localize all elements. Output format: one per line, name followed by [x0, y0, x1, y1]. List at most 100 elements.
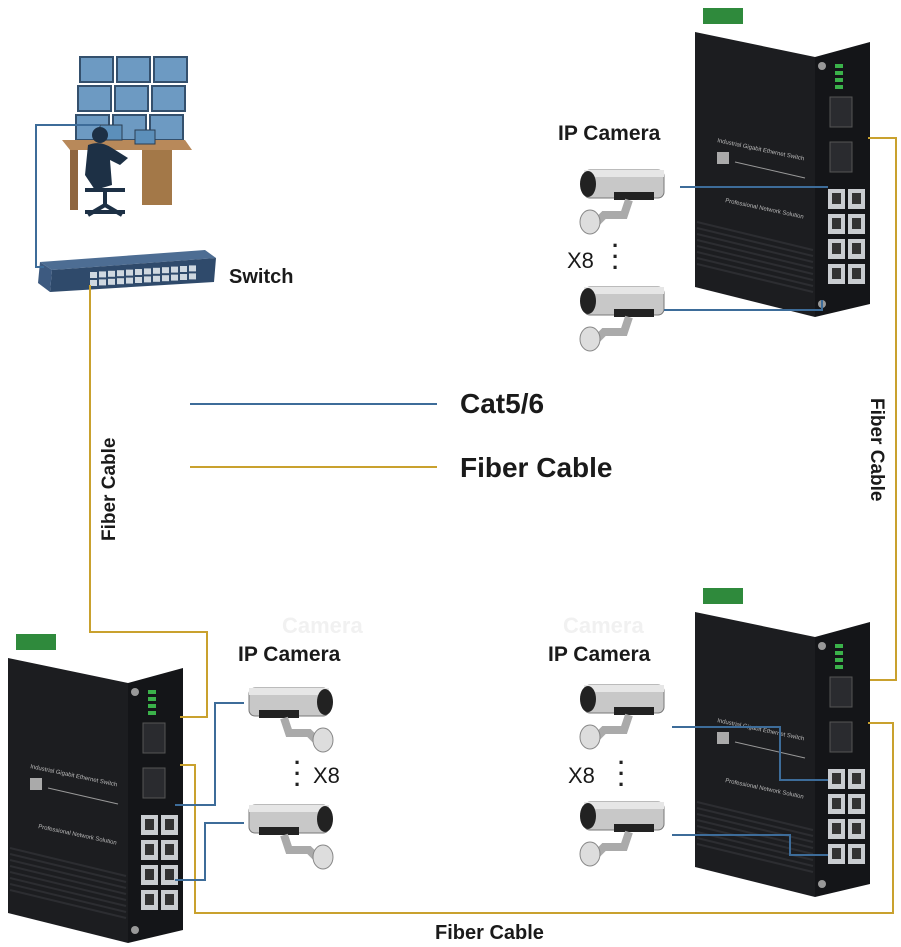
- camera-group-title: IP Camera: [548, 643, 651, 666]
- ellipsis-dots: ···: [618, 750, 626, 797]
- camera-lens: [580, 686, 596, 712]
- rj45-port-socket: [832, 193, 841, 204]
- vent-slot: [696, 227, 814, 257]
- sfp-port: [829, 721, 853, 753]
- watermark-text: Camera: [282, 613, 363, 638]
- camera-sunshield: [249, 805, 329, 812]
- video-wall: [75, 56, 188, 141]
- sfp-port: [829, 676, 853, 708]
- camera-lens: [580, 288, 596, 314]
- status-led: [835, 85, 843, 89]
- monitor: [151, 85, 186, 112]
- switch-side: [38, 262, 52, 292]
- monitoring-workstation-icon: [62, 56, 192, 217]
- vent-slot: [696, 801, 814, 831]
- camera-sunshield: [584, 685, 664, 692]
- rj45-port-socket: [852, 848, 861, 859]
- status-led: [148, 690, 156, 694]
- ip-camera: [579, 684, 665, 750]
- switch-port: [99, 279, 106, 286]
- rj45-port-socket: [852, 243, 861, 254]
- switch-port: [144, 276, 151, 283]
- switch-port: [162, 267, 169, 274]
- vent-slot: [9, 871, 127, 901]
- industrial-switch-bottom-right: Industrial Gigabit Ethernet SwitchProfes…: [695, 588, 870, 897]
- status-led: [835, 665, 843, 669]
- camera-base: [579, 326, 601, 352]
- switch-label: Switch: [229, 266, 294, 288]
- switch-port: [108, 278, 115, 285]
- industrial-switch-top-right: Industrial Gigabit Ethernet SwitchProfes…: [695, 8, 870, 317]
- switch-port: [117, 270, 124, 277]
- camera-count: X8: [567, 248, 594, 273]
- cat-cable-camera: [664, 300, 823, 311]
- status-led: [835, 64, 843, 68]
- switch-port: [180, 266, 187, 272]
- device-decor-line: [47, 787, 119, 805]
- desk-leg: [70, 150, 78, 210]
- rj45-port-socket: [852, 218, 861, 229]
- legend-cat-label: Cat5/6: [460, 388, 545, 419]
- chair: [85, 188, 125, 217]
- screw: [818, 62, 826, 70]
- vent-slot: [696, 233, 814, 263]
- cat-cable-camera: [672, 726, 828, 781]
- camera-base: [579, 724, 601, 750]
- camera-lens: [580, 803, 596, 829]
- camera-sunshield: [584, 802, 664, 809]
- rj45-port-socket: [145, 819, 154, 830]
- rj45-port-socket: [145, 894, 154, 905]
- fiber-label-left: Fiber Cable: [99, 437, 120, 541]
- camera-sunshield: [584, 170, 664, 177]
- vent-slot: [696, 257, 814, 287]
- rj45-port-socket: [145, 844, 154, 855]
- fiber-label-bottom: Fiber Cable: [435, 922, 544, 944]
- fiber-label-right: Fiber Cable: [866, 398, 887, 502]
- vent-slot: [696, 239, 814, 269]
- rj45-port-socket: [832, 268, 841, 279]
- switch-top: [40, 250, 216, 270]
- camera-band: [614, 707, 654, 715]
- camera-count: X8: [568, 763, 595, 788]
- rj45-port-socket: [165, 819, 174, 830]
- switch-port: [108, 270, 115, 277]
- switch-port: [162, 275, 169, 282]
- fiber-cable-top-right-to-bottom-right: [868, 137, 897, 681]
- camera-lens: [317, 689, 333, 715]
- fiber-cable-bottom-left-to-bottom-right: [180, 722, 894, 914]
- sfp-port: [829, 96, 853, 128]
- camera-base: [312, 844, 334, 870]
- device-side-panel: [8, 658, 128, 943]
- camera-base: [579, 841, 601, 867]
- rj45-port-socket: [165, 844, 174, 855]
- monitor: [114, 85, 149, 112]
- vent-slot: [696, 813, 814, 843]
- rj45-port-socket: [852, 823, 861, 834]
- ip-camera: [579, 801, 665, 867]
- switch-port: [189, 265, 196, 272]
- camera-group-title: IP Camera: [238, 643, 341, 666]
- device-decor-line: [734, 161, 806, 179]
- ip-camera: [248, 804, 334, 870]
- sfp-port: [142, 722, 166, 754]
- desk-monitor: [134, 129, 156, 145]
- sfp-port: [142, 767, 166, 799]
- screw: [818, 880, 826, 888]
- switch-port: [126, 269, 133, 276]
- status-led: [148, 711, 156, 715]
- cat-cable-camera: [175, 822, 244, 881]
- camera-band: [614, 192, 654, 200]
- vent-slot: [696, 263, 814, 293]
- vent-slot: [696, 843, 814, 873]
- rj45-port-socket: [832, 798, 841, 809]
- vent-slot: [696, 251, 814, 281]
- switch-port: [135, 269, 142, 275]
- rj45-port-socket: [832, 773, 841, 784]
- vent-slot: [696, 221, 814, 251]
- cat-cable-camera: [672, 834, 828, 856]
- monitor: [79, 56, 114, 83]
- camera-lens: [317, 806, 333, 832]
- camera-sunshield: [584, 287, 664, 294]
- watermark-text: Camera: [563, 613, 644, 638]
